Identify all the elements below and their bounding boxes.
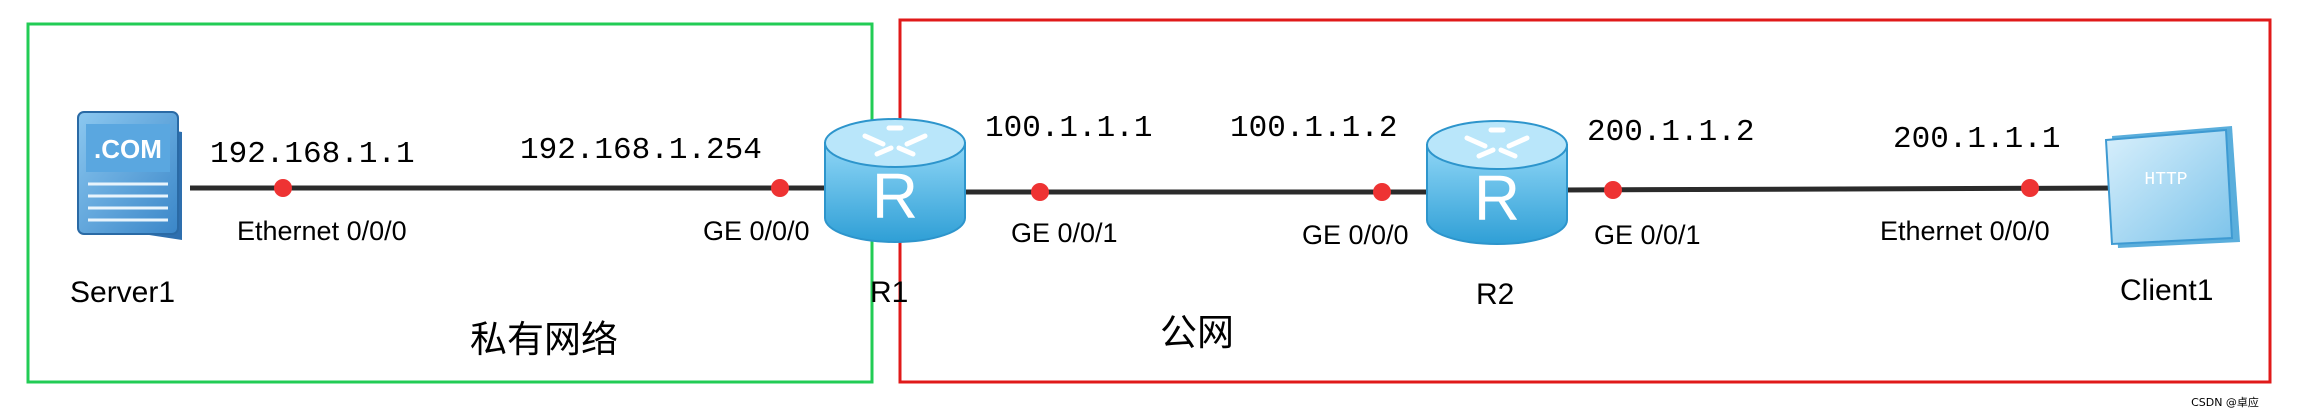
ip-label-r2-ge001: 200.1.1.2 xyxy=(1587,115,1754,150)
device-label-r2: R2 xyxy=(1476,278,1514,311)
public-network-zone xyxy=(898,18,2272,384)
port-label-client-eth: Ethernet 0/0/0 xyxy=(1880,216,2050,246)
port-dot-r1-ge001 xyxy=(1031,183,1049,201)
port-label-server-eth: Ethernet 0/0/0 xyxy=(237,216,407,246)
zone-label-private: 私有网络 xyxy=(470,318,618,361)
device-label-client: Client1 xyxy=(2120,274,2213,307)
port-dot-server-eth xyxy=(274,179,292,197)
port-dot-r2-ge000 xyxy=(1373,183,1391,201)
ip-label-client-eth: 200.1.1.1 xyxy=(1893,122,2060,157)
ip-label-r1-ge001: 100.1.1.1 xyxy=(985,111,1152,146)
ip-label-r1-ge000: 192.168.1.254 xyxy=(520,133,762,168)
watermark: CSDN @卓应 xyxy=(2191,395,2259,409)
r1-icon-text: R xyxy=(872,160,918,232)
port-label-r1-ge001: GE 0/0/1 xyxy=(1011,218,1118,248)
device-label-server: Server1 xyxy=(70,276,175,309)
r2-icon-text: R xyxy=(1474,162,1520,234)
port-label-r1-ge000: GE 0/0/0 xyxy=(703,216,810,246)
port-dot-client-eth xyxy=(2021,179,2039,197)
device-label-r1: R1 xyxy=(870,276,908,309)
ip-label-server-eth: 192.168.1.1 xyxy=(210,137,415,172)
http-client-icon[interactable]: HTTP xyxy=(2104,126,2240,248)
zone-label-public: 公网 xyxy=(1160,311,1234,354)
client-icon-text: HTTP xyxy=(2144,170,2187,190)
server-icon-text: .COM xyxy=(94,134,162,164)
port-dot-r1-ge000 xyxy=(771,179,789,197)
server-com-icon[interactable]: .COM xyxy=(77,111,182,240)
port-label-r2-ge000: GE 0/0/0 xyxy=(1302,220,1409,250)
ip-label-r2-ge000: 100.1.1.2 xyxy=(1230,111,1397,146)
port-label-r2-ge001: GE 0/0/1 xyxy=(1594,220,1701,250)
router-icon[interactable]: R xyxy=(824,118,966,243)
router-icon[interactable]: R xyxy=(1426,120,1568,245)
port-dot-r2-ge001 xyxy=(1604,181,1622,199)
